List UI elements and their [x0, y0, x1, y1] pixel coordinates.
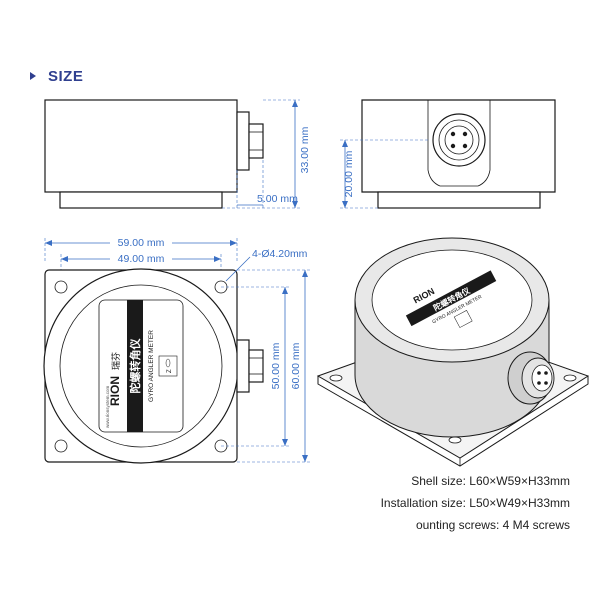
mounting-hole-icon — [54, 280, 68, 294]
spec-shell-size: Shell size: L60×W59×H33mm — [411, 474, 570, 488]
connector-pin-icon — [537, 381, 541, 385]
rotation-axis-icon — [165, 358, 171, 368]
spec-list: Shell size: L60×W59×H33mm Installation s… — [310, 470, 570, 536]
section-heading: SIZE — [30, 66, 83, 86]
mounting-hole-icon — [448, 436, 462, 444]
connector-pin-icon — [462, 143, 468, 149]
label-name-cn: 陀螺转角仪 — [128, 338, 142, 394]
connector-pin-icon — [544, 371, 548, 375]
side-view-connector-body — [248, 123, 264, 159]
front-view: 20.00 mm — [340, 99, 556, 209]
label-name-en: GYRO ANGLER METER — [148, 330, 155, 402]
dim-side-height: 20.00 mm — [343, 150, 355, 197]
front-view-base — [377, 191, 541, 209]
label-url: www.rionsystem.com — [105, 385, 110, 428]
top-view: 59.00 mm 49.00 mm RION 瑞芬 陀螺转角仪 GYRO — [43, 236, 310, 464]
top-view-connector-flange — [236, 339, 250, 393]
label-brand: RION — [108, 376, 122, 406]
side-view: 33.00 mm 5.00 mm — [44, 99, 311, 210]
top-view-connector-body — [248, 349, 264, 383]
connector-pin-icon — [450, 131, 456, 137]
front-connector-outer — [432, 113, 486, 167]
side-view-body — [44, 99, 238, 193]
connector-pin-icon — [537, 371, 541, 375]
dim-height: 33.00 mm — [299, 126, 311, 173]
dim-length-outer: 60.00 mm — [290, 342, 302, 389]
spec-mounting-screws: ounting screws: 4 M4 screws — [415, 518, 570, 532]
connector-pin-icon — [462, 131, 468, 137]
label-axis: Z — [167, 369, 173, 373]
bullet-arrow-icon — [30, 72, 36, 80]
dim-width-inner: 49.00 mm — [118, 253, 165, 265]
connector-pin-icon — [450, 143, 456, 149]
dim-hole: 4-Ø4.20mm — [252, 248, 308, 260]
label-plate: RION 瑞芬 陀螺转角仪 GYRO ANGLER METER www.rion… — [98, 299, 184, 433]
dim-width-outer: 59.00 mm — [118, 237, 165, 249]
mounting-hole-icon — [563, 374, 577, 382]
spec-installation-size: Installation size: L50×W49×H33mm — [380, 496, 570, 510]
dim-length-inner: 50.00 mm — [270, 342, 282, 389]
mounting-hole-icon — [54, 439, 68, 453]
side-view-base — [59, 191, 223, 209]
dim-connector-length: 5.00 mm — [257, 193, 298, 205]
section-title: SIZE — [48, 67, 84, 85]
isometric-view: RION 陀螺转角仪 GYRO ANGLER METER — [316, 237, 590, 467]
label-brand-cn: 瑞芬 — [110, 352, 122, 370]
mounting-hole-icon — [329, 374, 343, 382]
connector-pin-icon — [544, 381, 548, 385]
side-view-connector-flange — [236, 111, 250, 171]
